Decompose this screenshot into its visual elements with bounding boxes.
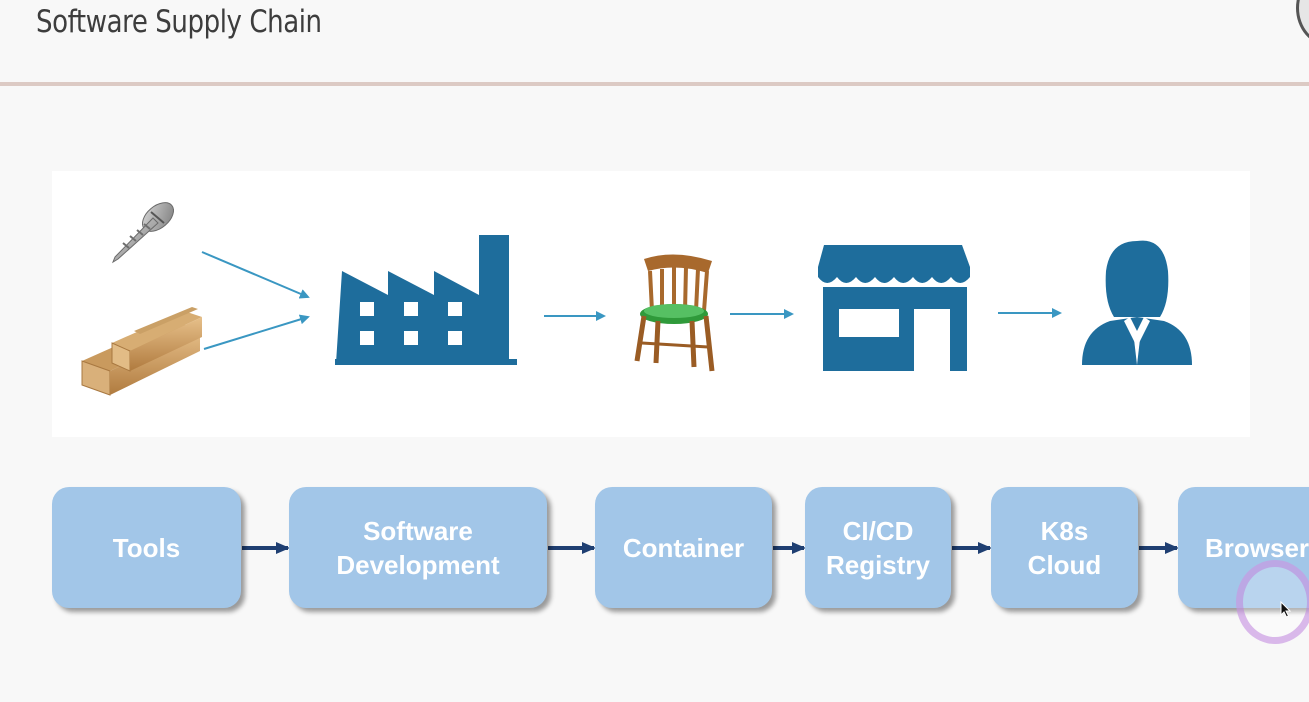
lumber-icon: [81, 307, 202, 396]
stage-label: Tools: [112, 532, 181, 563]
mouse-pointer-icon: [1280, 601, 1292, 618]
stage-label: K8s: [1040, 515, 1089, 546]
chair-icon: [634, 254, 715, 372]
stage-label: Development: [336, 549, 500, 580]
stage-label: CI/CD: [842, 515, 914, 546]
customer-icon: [1082, 240, 1192, 365]
slide-title: Software Supply Chain: [36, 4, 322, 40]
stage-container: Container: [595, 487, 772, 608]
stage-k8s-cloud: K8s Cloud: [991, 487, 1138, 608]
stage-ci-cd-registry: CI/CD Registry: [805, 487, 951, 608]
screw-icon: [111, 202, 174, 264]
stage-label: Registry: [825, 549, 931, 580]
stage-label: Software: [363, 515, 473, 546]
store-icon: [818, 245, 970, 371]
title-divider: [0, 82, 1309, 86]
factory-icon: [335, 235, 517, 365]
stage-label: Cloud: [1027, 549, 1102, 580]
click-highlight-ring: [1236, 560, 1309, 644]
stage-label: Container: [622, 532, 745, 563]
stage-tools: Tools: [52, 487, 241, 608]
physical-supply-chain-illustration: [81, 202, 1192, 396]
stage-software-development: Software Development: [289, 487, 547, 608]
webcam-overlay: [1296, 0, 1309, 46]
stage-label: Browser: [1205, 532, 1309, 563]
physical-supply-chain-panel: [52, 171, 1250, 437]
